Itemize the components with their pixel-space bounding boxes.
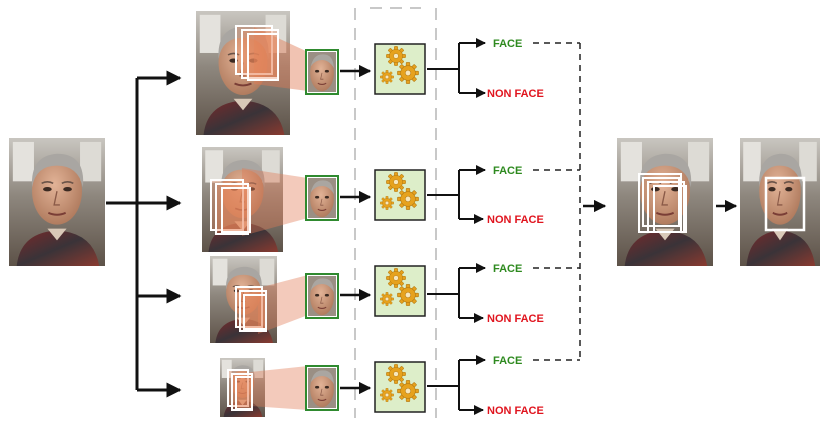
scale-row-1: FACE NON FACE [196,11,544,135]
scale-row-3: FACE NON FACE [210,256,544,343]
projection-highlight [250,366,308,410]
final-detection-image [740,138,820,266]
face-label: FACE [493,165,522,177]
non-face-label: NON FACE [487,88,544,100]
gears-icon [386,46,406,66]
merged-detections-image [617,138,713,266]
non-face-label: NON FACE [487,313,544,325]
scan-window-boxes [210,179,251,235]
face-label: FACE [493,263,522,275]
scan-window-boxes [235,25,279,81]
input-portrait-image [9,138,105,266]
face-crop-thumbnail [308,276,336,316]
face-label: FACE [493,38,522,50]
scale-row-4: FACE NON FACE [220,355,544,417]
scan-window-boxes [227,369,253,411]
non-face-label: NON FACE [487,214,544,226]
projection-highlight [258,275,308,334]
fan-out-arrows [106,70,182,398]
gears-icon [386,364,406,384]
gears-icon [386,268,406,288]
face-crop-thumbnail [308,52,336,92]
scan-window-boxes [235,286,267,332]
final-detection-box [764,176,806,232]
face-crop-thumbnail [308,178,336,218]
face-crop-thumbnail [308,368,336,408]
non-face-label: NON FACE [487,405,544,417]
projection-highlight [242,168,308,236]
face-label: FACE [493,355,522,367]
detection-boxes [638,173,687,233]
scale-row-2: FACE NON FACE [202,147,544,252]
merge-dashed-lines [533,42,581,361]
gears-icon [386,172,406,192]
